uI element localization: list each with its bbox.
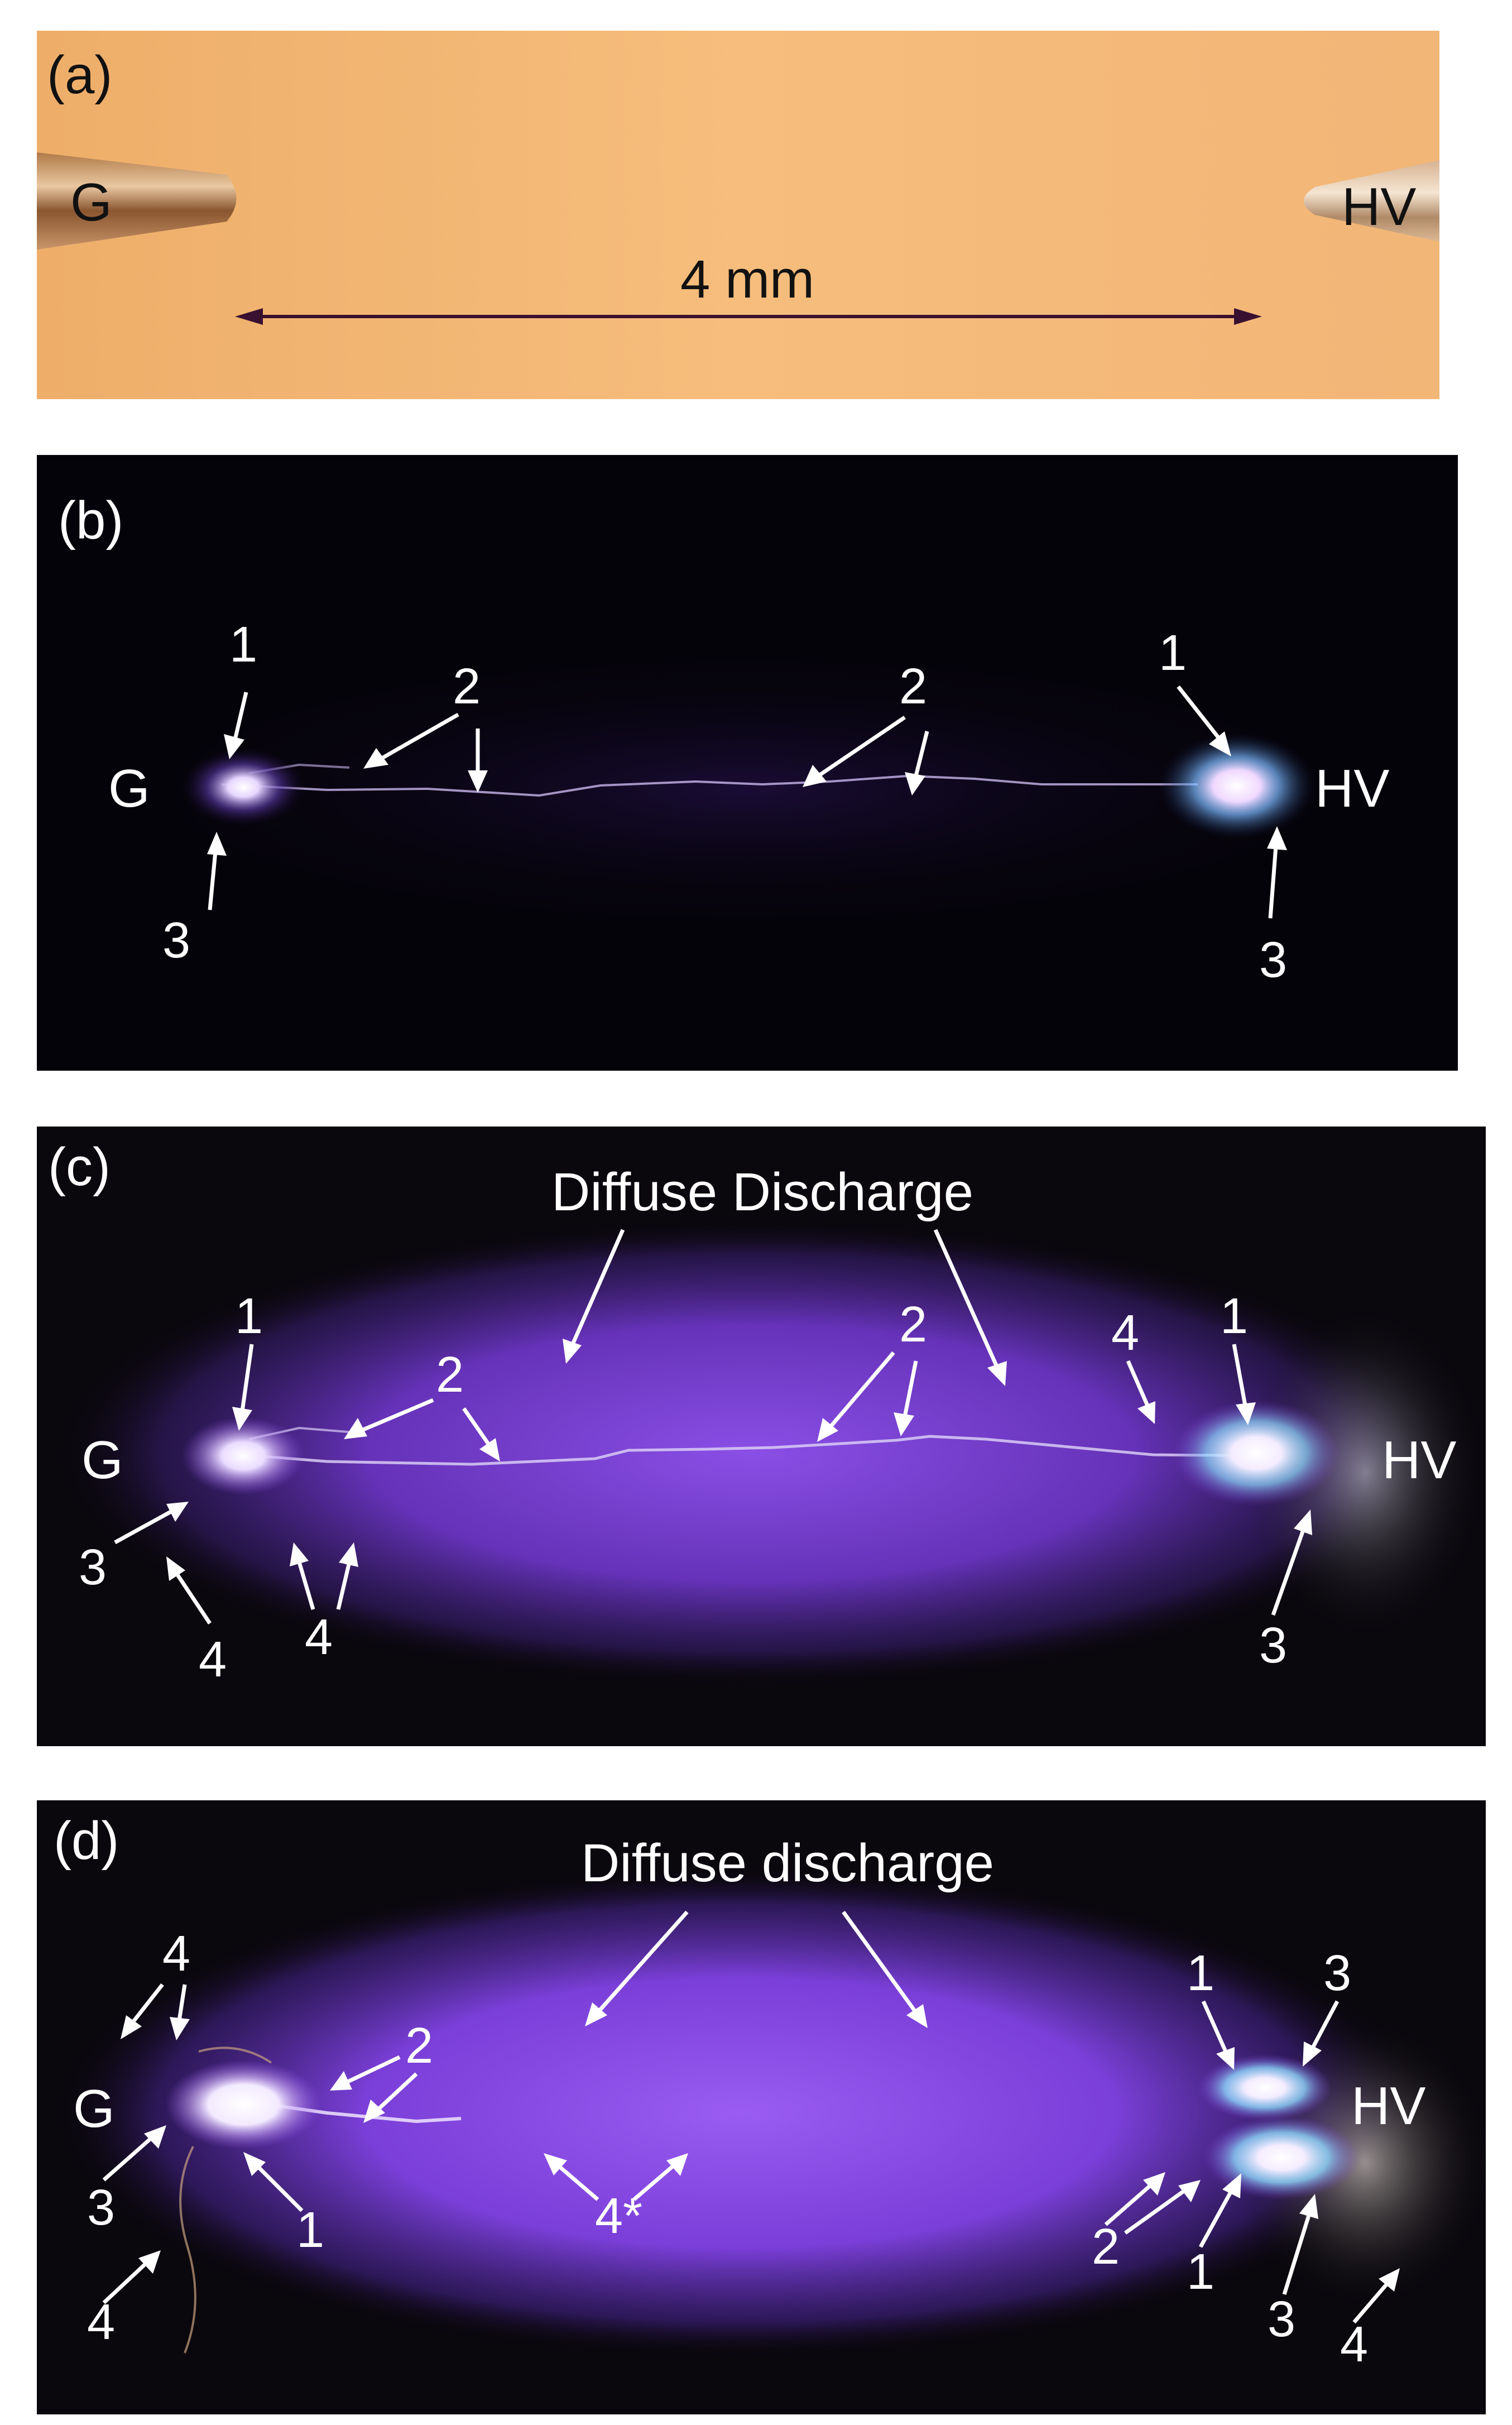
panel-d-label-3-right-bottom: 3 <box>1268 2292 1295 2347</box>
panel-d-label-1-left: 1 <box>296 2202 324 2258</box>
panel-b-svg: G HV 1 2 2 1 3 3 <box>104 617 1389 988</box>
panel-a-svg: G HV 4 mm <box>37 31 1439 399</box>
scale-label: 4 mm <box>680 250 814 309</box>
panel-b-arrows <box>207 685 1287 919</box>
panel-d-title: Diffuse discharge <box>581 1833 994 1893</box>
panel-c-arrows <box>114 1229 1312 1624</box>
panel-d-ground-filament-lower <box>179 2146 196 2354</box>
panel-d-hv-glow-upper <box>1198 2054 1332 2121</box>
panel-d-ground-glow <box>165 2060 321 2149</box>
panel-a-ground-label: G <box>70 172 112 232</box>
panel-c-hv-label: HV <box>1382 1430 1456 1490</box>
panel-c-label-4-left: 4 <box>199 1632 227 1688</box>
panel-d-hv-glow-lower <box>1203 2116 1360 2199</box>
panel-c-ground-glow <box>182 1417 305 1495</box>
panel-b-label-3-left: 3 <box>162 913 190 969</box>
panel-c-svg: Diffuse Discharge G HV 1 2 2 4 1 3 4 4 3 <box>54 1162 1486 1688</box>
ground-needle <box>37 152 237 250</box>
hv-needle <box>1304 160 1439 242</box>
panel-c-label-1-left: 1 <box>235 1288 263 1344</box>
panel-c-label: (c) <box>48 1137 111 1197</box>
panel-c-streamer <box>220 1435 1282 1466</box>
panel-d-label-1-right-top: 1 <box>1187 1945 1215 2001</box>
panel-d-svg: Diffuse discharge G HV 4 2 3 1 4 4* 1 3 … <box>54 1833 1486 2373</box>
panel-b-label: (b) <box>58 491 124 550</box>
panel-c-label-4-mid: 4 <box>305 1609 333 1665</box>
panel-d-label-1-right-bottom: 1 <box>1187 2244 1215 2300</box>
panel-c-hv-glow <box>1173 1400 1340 1506</box>
panel-c-label-3-left: 3 <box>79 1540 107 1595</box>
panel-b-streamer <box>220 774 1198 797</box>
scale-arrow-left-head <box>235 308 263 325</box>
panel-c-label-3-right: 3 <box>1259 1618 1287 1674</box>
panel-c-diffuse-plasma <box>54 1219 1449 1688</box>
panel-c-label-2-left: 2 <box>436 1347 464 1403</box>
panel-d-photo: Diffuse discharge G HV 4 2 3 1 4 4* 1 3 … <box>37 1800 1486 2414</box>
panel-d-hv-label: HV <box>1351 2076 1425 2136</box>
panel-a-background <box>37 31 1439 399</box>
panel-c-label-4-top: 4 <box>1111 1305 1139 1361</box>
panel-a-photo: G HV 4 mm (a) <box>37 31 1439 399</box>
panel-b-hv-label: HV <box>1315 759 1389 818</box>
panel-d-ground-filament <box>198 2047 272 2064</box>
panel-d-label-2-right: 2 <box>1092 2219 1120 2275</box>
scale-arrow-right-head <box>1234 308 1262 325</box>
panel-d-label: (d) <box>54 1811 119 1871</box>
panel-d-label-3-right-top: 3 <box>1323 1945 1351 2001</box>
panel-a-label: (a) <box>47 45 113 105</box>
panel-d-arrows <box>102 1910 1400 2324</box>
panel-d-label-4-right: 4 <box>1340 2317 1368 2373</box>
panel-b-label-1-left: 1 <box>229 617 257 673</box>
panel-d-diffuse-plasma <box>54 1867 1427 2359</box>
panel-c-title: Diffuse Discharge <box>551 1162 973 1222</box>
panel-c-label-2-right: 2 <box>899 1297 927 1353</box>
panel-c-label-1-right: 1 <box>1220 1288 1248 1344</box>
panel-a-hv-label: HV <box>1342 177 1416 237</box>
panel-d-label-4-top-left: 4 <box>162 1926 190 1982</box>
panel-b-label-3-right: 3 <box>1259 932 1287 988</box>
panel-b-haze <box>104 645 1388 935</box>
panel-b-label-1-right: 1 <box>1159 625 1187 681</box>
panel-b-label-2-right: 2 <box>899 659 927 715</box>
panel-d-label-4-bottom-left: 4 <box>87 2294 115 2350</box>
panel-b-ground-glow <box>182 748 305 826</box>
panel-b-photo: G HV 1 2 2 1 3 3 (b) <box>37 455 1458 1071</box>
panel-c-ground-label: G <box>81 1430 123 1490</box>
panel-c-photo: Diffuse Discharge G HV 1 2 2 4 1 3 4 4 3 <box>37 1127 1486 1746</box>
panel-d-ground-label: G <box>73 2079 115 2139</box>
panel-b-ground-label: G <box>108 759 150 818</box>
panel-c-hv-halo <box>1242 1305 1486 1640</box>
panel-b-label-2-left: 2 <box>453 659 481 715</box>
panel-b-hv-glow <box>1159 733 1315 839</box>
panel-d-label-3-left: 3 <box>87 2180 115 2236</box>
panel-d-label-2-left: 2 <box>405 2018 433 2074</box>
